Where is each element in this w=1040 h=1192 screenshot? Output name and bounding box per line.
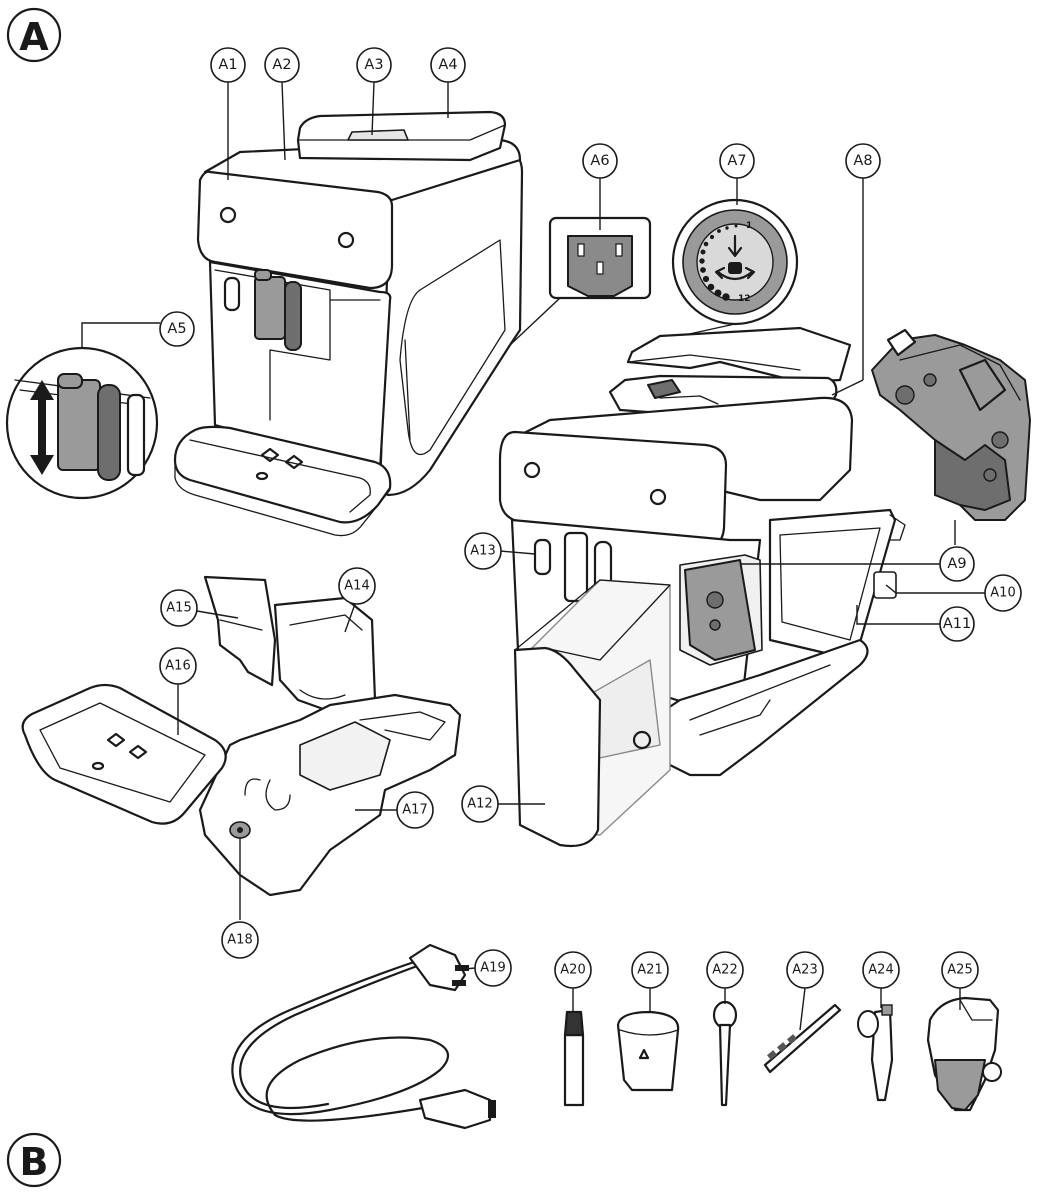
callout-a22: A22: [706, 951, 744, 989]
dial-mark-1: 1: [746, 221, 752, 231]
callout-a23: A23: [786, 951, 824, 989]
svg-text:A9: A9: [947, 556, 966, 572]
callout-a14: A14: [338, 567, 376, 605]
callout-a15: A15: [160, 589, 198, 627]
callout-a4: A4: [430, 47, 466, 83]
svg-text:A24: A24: [868, 963, 893, 978]
svg-text:A13: A13: [470, 544, 495, 559]
callout-a18: A18: [221, 921, 259, 959]
svg-text:A8: A8: [853, 153, 872, 169]
svg-text:B: B: [20, 1140, 49, 1184]
milk-carafe-part: [926, 996, 1002, 1112]
svg-text:A14: A14: [344, 579, 369, 594]
callout-a21: A21: [631, 951, 669, 989]
callout-a10: A10: [984, 574, 1022, 612]
coffee-machine-open-view: [498, 326, 906, 848]
svg-text:A15: A15: [166, 601, 191, 616]
svg-text:A25: A25: [947, 963, 972, 978]
dial-mark-12: 12: [738, 294, 751, 304]
svg-text:A6: A6: [590, 153, 609, 169]
callout-a17: A17: [396, 791, 434, 829]
svg-text:A23: A23: [792, 963, 817, 978]
svg-text:A1: A1: [218, 57, 237, 73]
callout-a12: A12: [461, 785, 499, 823]
callout-a25: A25: [941, 951, 979, 989]
callout-a2: A2: [264, 47, 300, 83]
leader-lines: [177, 81, 986, 1031]
svg-text:A20: A20: [560, 963, 585, 978]
svg-text:A17: A17: [402, 803, 427, 818]
svg-text:A12: A12: [467, 797, 492, 812]
power-socket-detail: [509, 216, 652, 346]
callout-a16: A16: [159, 647, 197, 685]
milk-spout-part: [857, 1004, 894, 1102]
callout-a3: A3: [356, 47, 392, 83]
power-cord-part: [231, 943, 496, 1130]
svg-text:A7: A7: [727, 153, 746, 169]
up-down-arrow-icon: [30, 380, 54, 475]
test-strip-part: [763, 1003, 842, 1074]
drip-tray-assembly: [21, 575, 462, 897]
callout-a8: A8: [845, 143, 881, 179]
grease-tube-part: [563, 1010, 585, 1107]
svg-text:A18: A18: [227, 933, 252, 948]
callout-a1: A1: [210, 47, 246, 83]
callout-a13: A13: [464, 532, 502, 570]
brew-group-part: [871, 328, 1031, 521]
grind-setting-dial-detail: 1 12: [671, 198, 799, 337]
svg-text:A4: A4: [438, 57, 457, 73]
svg-text:A22: A22: [712, 963, 737, 978]
svg-text:A21: A21: [637, 963, 662, 978]
callout-a19: A19: [474, 949, 512, 987]
section-label-b: B: [6, 1132, 62, 1188]
callout-a24: A24: [862, 951, 900, 989]
callout-a11: A11: [939, 606, 975, 642]
spout-height-detail: [5, 322, 160, 500]
coffee-machine-front-view: [173, 110, 524, 537]
svg-text:A2: A2: [272, 57, 291, 73]
svg-text:A16: A16: [165, 659, 190, 674]
water-filter-part: [616, 1010, 680, 1092]
svg-text:A5: A5: [167, 321, 186, 337]
measuring-scoop-part: [712, 1000, 738, 1107]
svg-text:A10: A10: [990, 586, 1015, 601]
down-arrow-icon: [727, 234, 743, 258]
callout-a5: A5: [159, 311, 195, 347]
callout-a7: A7: [719, 143, 755, 179]
svg-text:A: A: [19, 15, 49, 59]
callout-a20: A20: [554, 951, 592, 989]
svg-text:A3: A3: [364, 57, 383, 73]
callout-a6: A6: [582, 143, 618, 179]
svg-text:A11: A11: [943, 616, 971, 632]
callout-a9: A9: [939, 546, 975, 582]
svg-text:A19: A19: [480, 961, 505, 976]
section-label-a: A: [6, 7, 62, 63]
rotate-arrow-icon: [714, 266, 756, 281]
